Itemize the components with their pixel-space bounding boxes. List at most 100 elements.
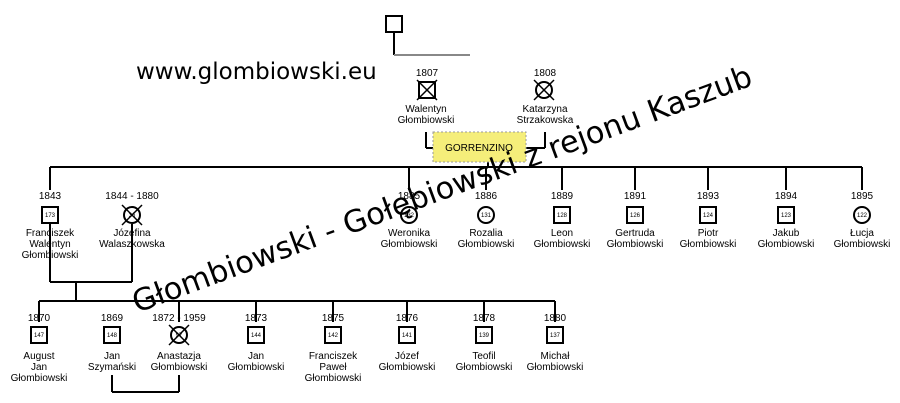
person-name-line: Jakub (773, 228, 800, 239)
person-name-line: Głombiowski (151, 362, 208, 373)
female-symbol-icon (533, 79, 555, 101)
birth-year: 1885 (398, 191, 421, 202)
male-symbol-icon: 123 (777, 206, 795, 224)
birth-year: 1893 (697, 191, 720, 202)
female-circle (853, 206, 871, 224)
deceased-mark (533, 79, 555, 101)
female-symbol-icon: 36 (121, 204, 143, 226)
place-tag-box (432, 131, 527, 163)
birth-year: 1870 (28, 313, 51, 324)
person-name-line: Głombiowski (607, 239, 664, 250)
person-id: 122 (857, 213, 868, 219)
person-name-line: Głombiowski (228, 362, 285, 373)
birth-year: 1869 (101, 313, 124, 324)
person-name-line: Józef (395, 351, 419, 362)
place-tag: GORRENZINO (432, 131, 527, 163)
id-backdrop (251, 330, 261, 340)
birth-year: 1876 (396, 313, 419, 324)
birth-year: 1872 - 1959 (152, 313, 206, 324)
person-name-line: Szymański (88, 362, 136, 373)
female-symbol-icon: 97 (168, 324, 190, 346)
person-id: 131 (481, 213, 492, 219)
birth-year: 1875 (322, 313, 345, 324)
person-name-line: Głombiowski (834, 239, 891, 250)
male-symbol-icon: 126 (626, 206, 644, 224)
female-circle (400, 206, 418, 224)
person-id: 123 (781, 213, 792, 219)
birth-year: 1844 - 1880 (105, 191, 159, 202)
male-symbol-icon: 148 (103, 326, 121, 344)
person-id: 36 (129, 213, 136, 219)
person-name-line: Rozalia (469, 228, 503, 239)
birth-year: 1843 (39, 191, 62, 202)
id-backdrop (557, 210, 567, 220)
male-symbol-icon: 124 (699, 206, 717, 224)
person-name-line: Głombiowski (398, 115, 455, 126)
person-id: 148 (107, 333, 118, 339)
birth-year: 1880 (544, 313, 567, 324)
person-id: 128 (557, 213, 568, 219)
person-name-line: Teofil (472, 351, 495, 362)
birth-year: 1889 (551, 191, 574, 202)
person-name-line: August (23, 351, 54, 362)
person-name-line: Głombiowski (305, 373, 362, 384)
person-name-line: Walentyn (405, 104, 446, 115)
person-name-line: Piotr (698, 228, 719, 239)
birth-year: 1886 (475, 191, 498, 202)
female-symbol-icon: 122 (853, 206, 871, 224)
person-id: 142 (328, 333, 339, 339)
person-id: 147 (34, 333, 45, 339)
deceased-mark (121, 204, 143, 226)
person-name-line: Łucja (850, 228, 874, 239)
person-name-line: Głombiowski (456, 362, 513, 373)
male-symbol-icon: 142 (324, 326, 342, 344)
watermark-slogan: Głombiowski - Gołębiowski z rejonu Kaszu… (128, 59, 757, 320)
person-name-line: Walentyn (29, 239, 70, 250)
person-name-line: Katarzyna (522, 104, 567, 115)
person-name-line: Strzakowska (517, 115, 574, 126)
id-backdrop (479, 330, 489, 340)
place-tag-label: GORRENZINO (445, 143, 513, 154)
deceased-mark (416, 79, 438, 101)
birth-year: 1878 (473, 313, 496, 324)
birth-year: 1894 (775, 191, 798, 202)
watermark-url: www.glombiowski.eu (136, 59, 377, 85)
birth-year: 1895 (851, 191, 874, 202)
person-name-line: Głombiowski (381, 239, 438, 250)
person-id: 97 (176, 333, 183, 339)
id-backdrop (703, 210, 713, 220)
watermark-layer: www.glombiowski.eu Głombiowski - Gołębio… (128, 59, 757, 321)
male-symbol-icon: 128 (553, 206, 571, 224)
birth-year: 1808 (534, 68, 557, 79)
person-id: 139 (479, 333, 490, 339)
id-backdrop (630, 210, 640, 220)
person-name-line: Józefina (113, 228, 151, 239)
deceased-mark (168, 324, 190, 346)
male-symbol-icon: 173 (41, 206, 59, 224)
id-backdrop (328, 330, 338, 340)
person-name-line: Michał (541, 351, 571, 362)
id-backdrop (550, 330, 560, 340)
male-square (385, 15, 403, 33)
person-name-line: Paweł (319, 362, 347, 373)
person-name-line: Jan (248, 351, 264, 362)
birth-year: 1807 (416, 68, 439, 79)
person-name-line: Weronika (388, 228, 430, 239)
birth-year: 1891 (624, 191, 647, 202)
person-name-line: Gertruda (615, 228, 655, 239)
person-nodes: 1807WalentynGłombiowski1808KatarzynaStrz… (11, 15, 891, 384)
male-symbol-icon: 141 (398, 326, 416, 344)
male-symbol-icon (416, 79, 438, 101)
male-symbol-icon: 137 (546, 326, 564, 344)
person-name-line: Głombiowski (680, 239, 737, 250)
id-backdrop (34, 330, 44, 340)
male-symbol-icon: 144 (247, 326, 265, 344)
person-id: 124 (703, 213, 714, 219)
person-name-line: Głombiowski (534, 239, 591, 250)
id-backdrop (107, 330, 117, 340)
person-name-line: Franciszek (309, 351, 358, 362)
person-id: 141 (402, 333, 413, 339)
person-name-line: Walaszkowska (99, 239, 165, 250)
male-symbol-icon (385, 15, 403, 33)
